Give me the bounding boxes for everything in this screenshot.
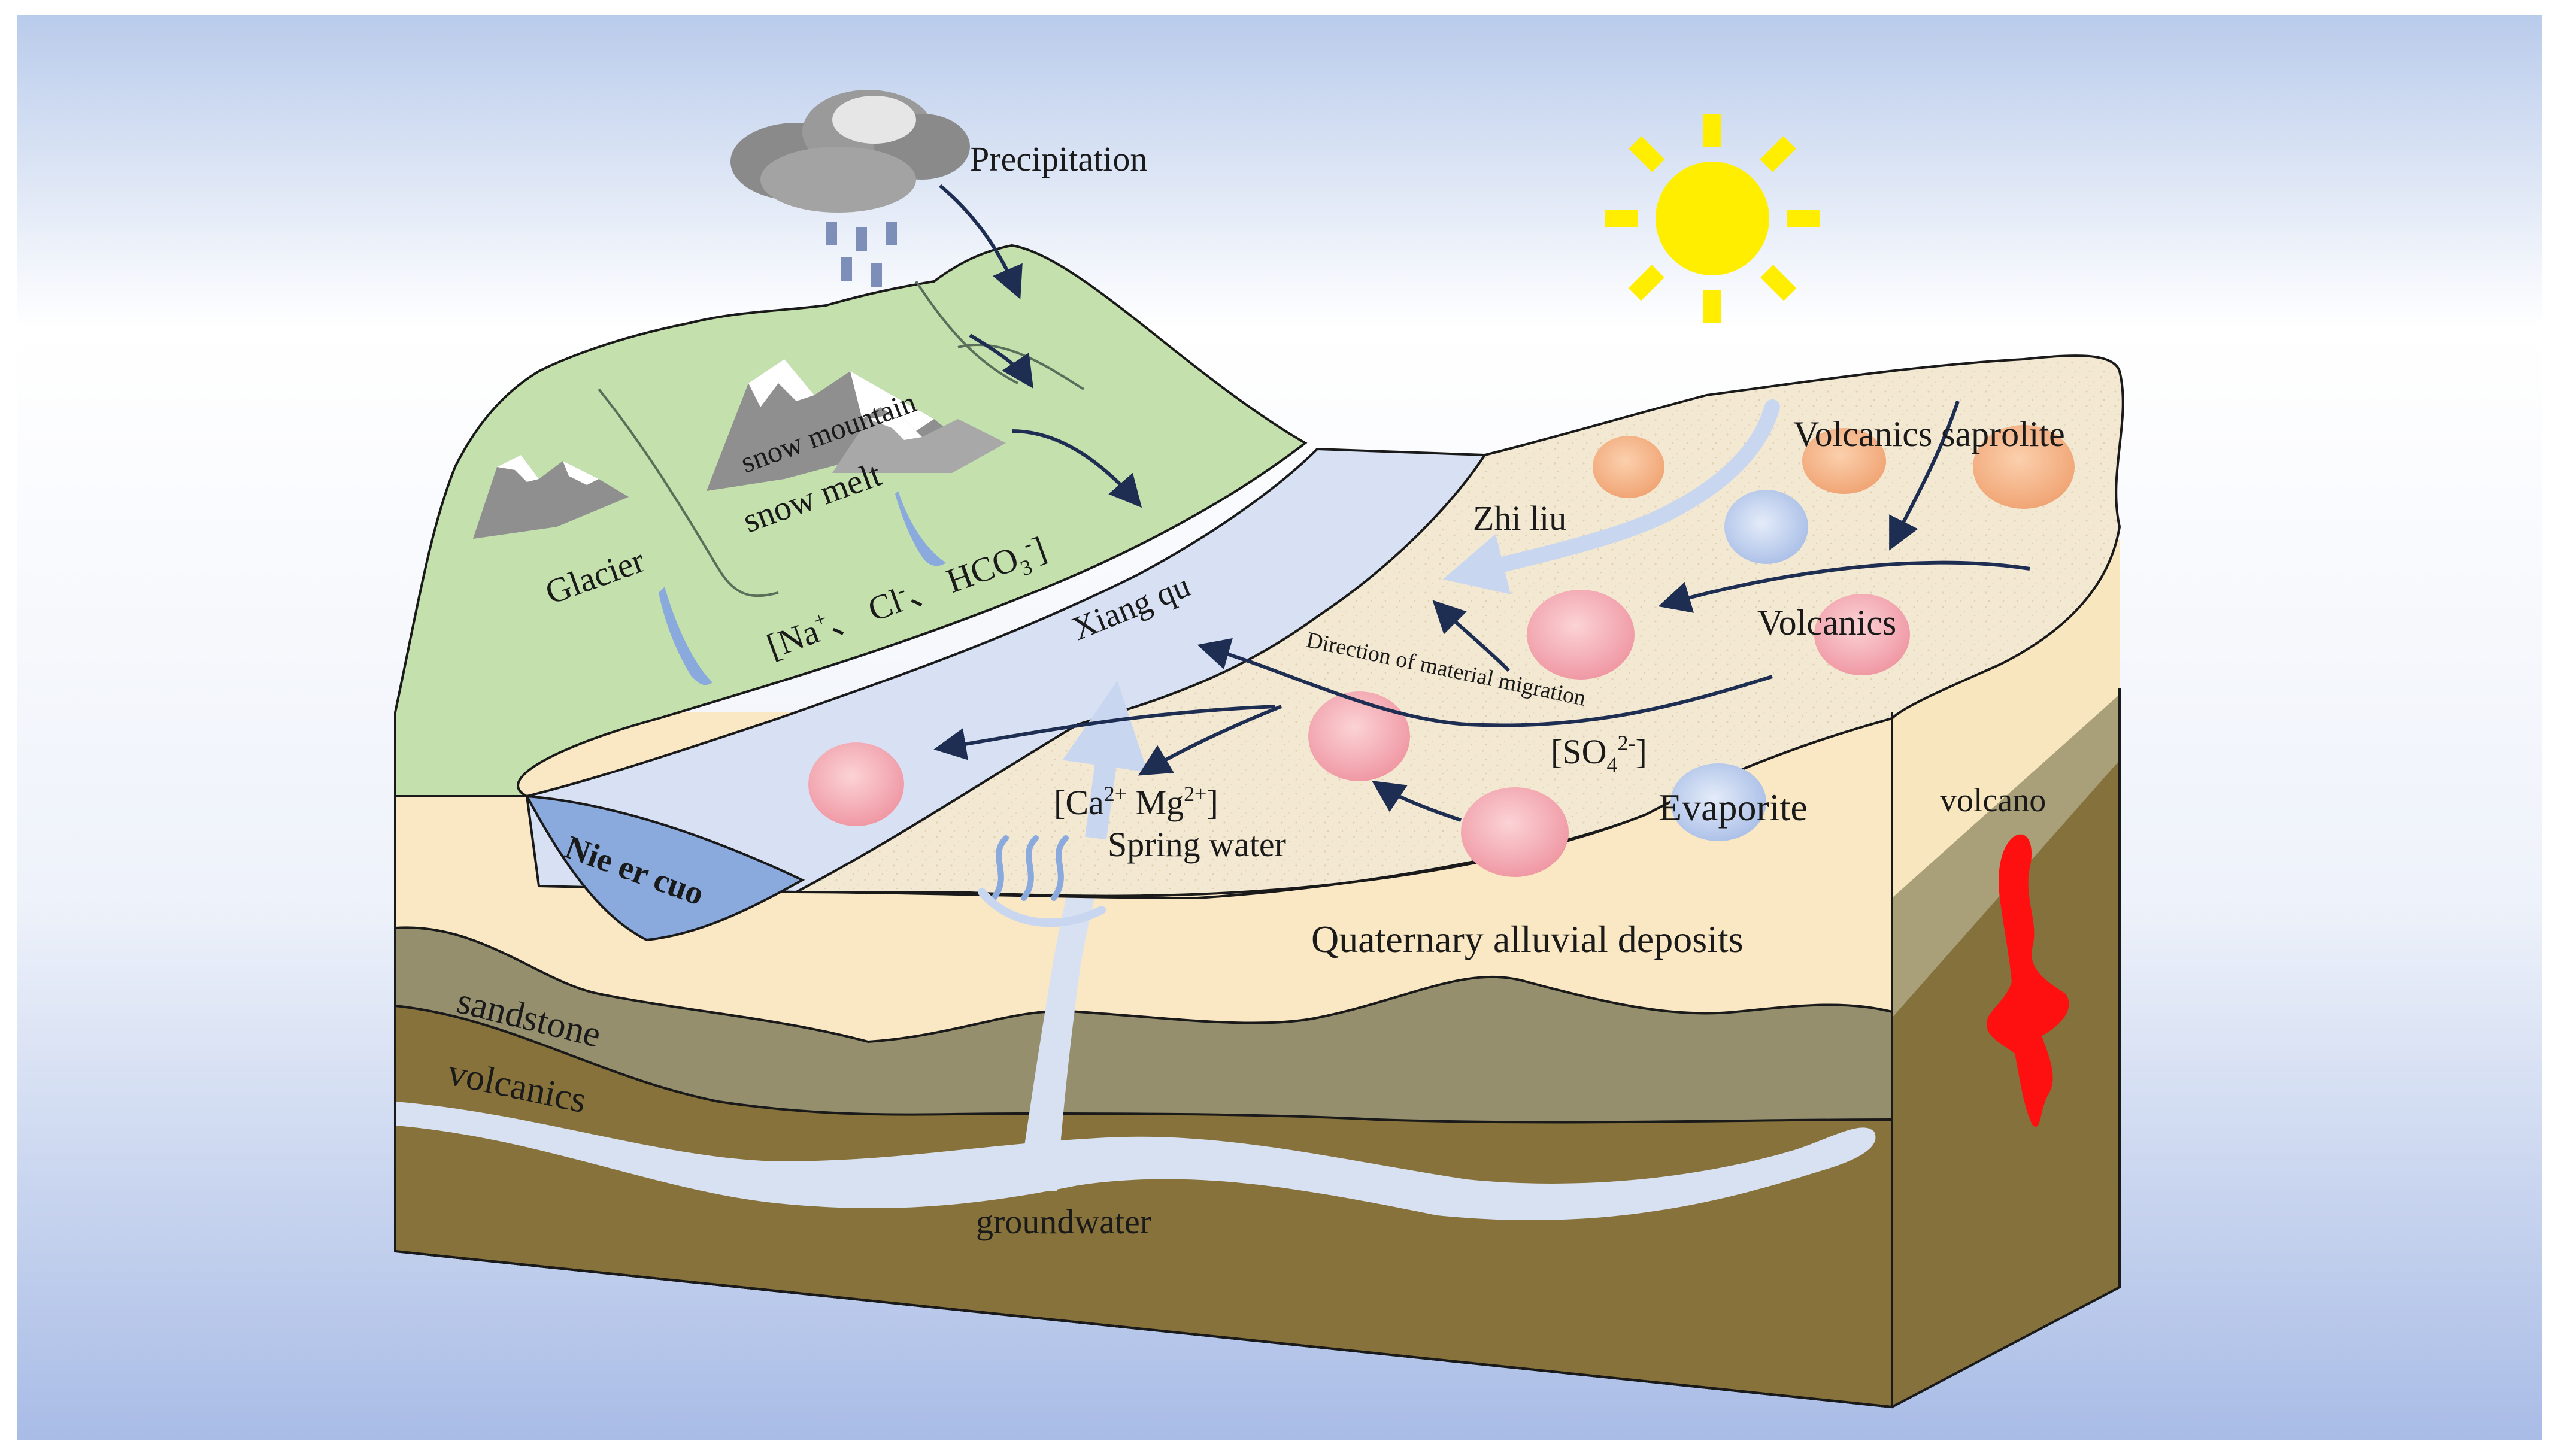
right-face-alluvial bbox=[1892, 539, 2120, 898]
snow-mountain-icon bbox=[707, 359, 1006, 491]
volcanics-layer bbox=[394, 1004, 1893, 1409]
cloud-rain-icon bbox=[730, 90, 970, 287]
camg-label: [Ca2+ Mg2+] bbox=[1054, 782, 1218, 822]
ridge-line bbox=[915, 280, 1018, 384]
evaporite-icon bbox=[1670, 490, 1808, 841]
nie-er-cuo-lake bbox=[524, 794, 805, 942]
volcano-label: volcano bbox=[1940, 782, 2046, 819]
volcanics-saprolite-label: Volcanics saprolite bbox=[1793, 414, 2065, 454]
glacier-icon bbox=[473, 455, 946, 685]
precipitation-arrow bbox=[939, 184, 1023, 299]
quaternary-label: Quaternary alluvial deposits bbox=[1311, 918, 1744, 960]
volcanics-surface-label: Volcanics bbox=[1757, 603, 1896, 642]
block-cross-section bbox=[394, 539, 2121, 1409]
right-face-volcanics bbox=[1892, 760, 2120, 1407]
volcanic-rock-icon bbox=[808, 425, 2075, 877]
zhi-liu-tributary bbox=[1442, 399, 1780, 594]
sun-icon bbox=[1605, 114, 1820, 323]
evaporite-label: Evaporite bbox=[1659, 786, 1808, 829]
groundwater-label: groundwater bbox=[976, 1202, 1151, 1241]
block-outline-right bbox=[1891, 688, 2121, 1408]
spring-conduit bbox=[1018, 838, 1114, 1191]
spring-water-label: Spring water bbox=[1108, 825, 1286, 864]
volcano-icon bbox=[1987, 834, 2069, 1127]
block-outline bbox=[394, 712, 1893, 1409]
precipitation-label: Precipitation bbox=[970, 139, 1147, 178]
migration-arrows bbox=[933, 333, 2030, 822]
spring-icon bbox=[978, 835, 1106, 927]
so4-label: [SO42-] bbox=[1551, 731, 1647, 776]
green-mountain-surface bbox=[394, 244, 1308, 797]
ridge-line bbox=[598, 388, 779, 597]
zhi-liu-label: Zhi liu bbox=[1473, 499, 1566, 538]
groundwater-band bbox=[395, 1102, 1876, 1221]
